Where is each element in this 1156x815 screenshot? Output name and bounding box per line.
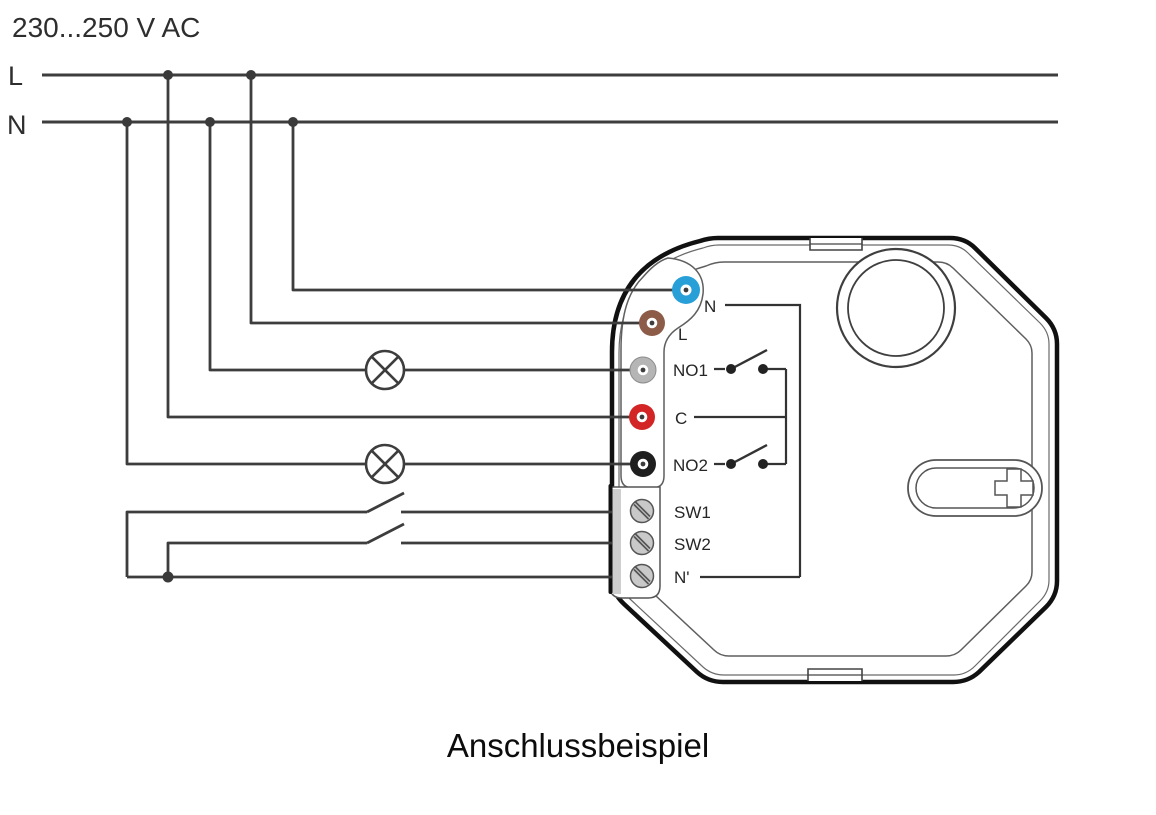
internal-schematic <box>694 303 802 579</box>
wall-switch-1-arm <box>366 491 405 514</box>
bottom-tab <box>807 668 863 681</box>
slot-inner <box>915 467 1035 509</box>
terminal-l <box>639 310 665 336</box>
terminal-sw1 <box>629 498 655 524</box>
wire-to-n-terminal <box>291 122 686 292</box>
screw-slot <box>634 501 651 518</box>
wiring <box>42 73 1058 579</box>
terminal-label-l: L <box>678 325 687 344</box>
lamp-symbol-2 <box>364 443 406 485</box>
contact-dots <box>726 364 768 469</box>
terminal-sw2 <box>629 530 655 556</box>
relay-module <box>608 235 1060 685</box>
top-tab <box>809 238 863 251</box>
terminal-no1 <box>629 356 657 384</box>
wire-sw1-left <box>125 510 367 577</box>
neutral-bus-label: N <box>7 110 27 140</box>
wire-sw2-left <box>166 541 367 577</box>
terminal-label-c: C <box>675 409 687 428</box>
terminal-nprime <box>629 563 655 589</box>
terminal-c <box>629 404 655 430</box>
block-shading <box>612 489 621 594</box>
wire-to-l-terminal <box>249 75 652 325</box>
terminal-label-no2: NO2 <box>673 456 708 475</box>
caption: Anschlussbeispiel <box>447 727 709 764</box>
terminal-label-n: N <box>704 297 716 316</box>
lamp-cross <box>370 355 400 385</box>
screw-slot <box>634 566 651 583</box>
junction-dot <box>122 117 132 127</box>
screw-slot <box>633 503 650 520</box>
no2-contact-arm <box>730 443 768 466</box>
screw-slot <box>633 535 650 552</box>
junction-dot <box>288 117 298 127</box>
wire-no1-lamp-left <box>208 122 366 372</box>
wall-switch-2-arm <box>366 522 405 545</box>
terminal-no2 <box>630 451 656 477</box>
wire-no2-lamp-left <box>125 122 366 466</box>
no1-contact-arm <box>730 348 768 371</box>
screw-slot <box>633 568 650 585</box>
knob-inner <box>847 259 945 357</box>
live-bus-label: L <box>8 61 23 91</box>
terminal-label-sw2: SW2 <box>674 535 711 554</box>
junction-dot <box>205 117 215 127</box>
mounting-screw-slot <box>907 459 1043 517</box>
junction-dot <box>162 571 174 583</box>
device-outer-outline <box>609 235 1060 685</box>
junction-dots <box>122 70 298 583</box>
lamp-symbol-1 <box>364 349 406 391</box>
screw-cross-icon <box>994 468 1034 508</box>
junction-dot <box>163 70 173 80</box>
screw-slot <box>634 533 651 550</box>
terminal-label-nprime: N' <box>674 568 690 587</box>
wire-to-c-terminal <box>166 75 642 419</box>
junction-dot <box>246 70 256 80</box>
lamp-cross <box>370 449 400 479</box>
terminal-label-sw1: SW1 <box>674 503 711 522</box>
terminal-labels: N L NO1 C NO2 SW1 SW2 N' <box>673 297 716 587</box>
terminal-label-no1: NO1 <box>673 361 708 380</box>
terminal-n <box>672 276 700 304</box>
internal-n-link <box>725 303 802 577</box>
supply-voltage-label: 230...250 V AC <box>12 12 200 43</box>
